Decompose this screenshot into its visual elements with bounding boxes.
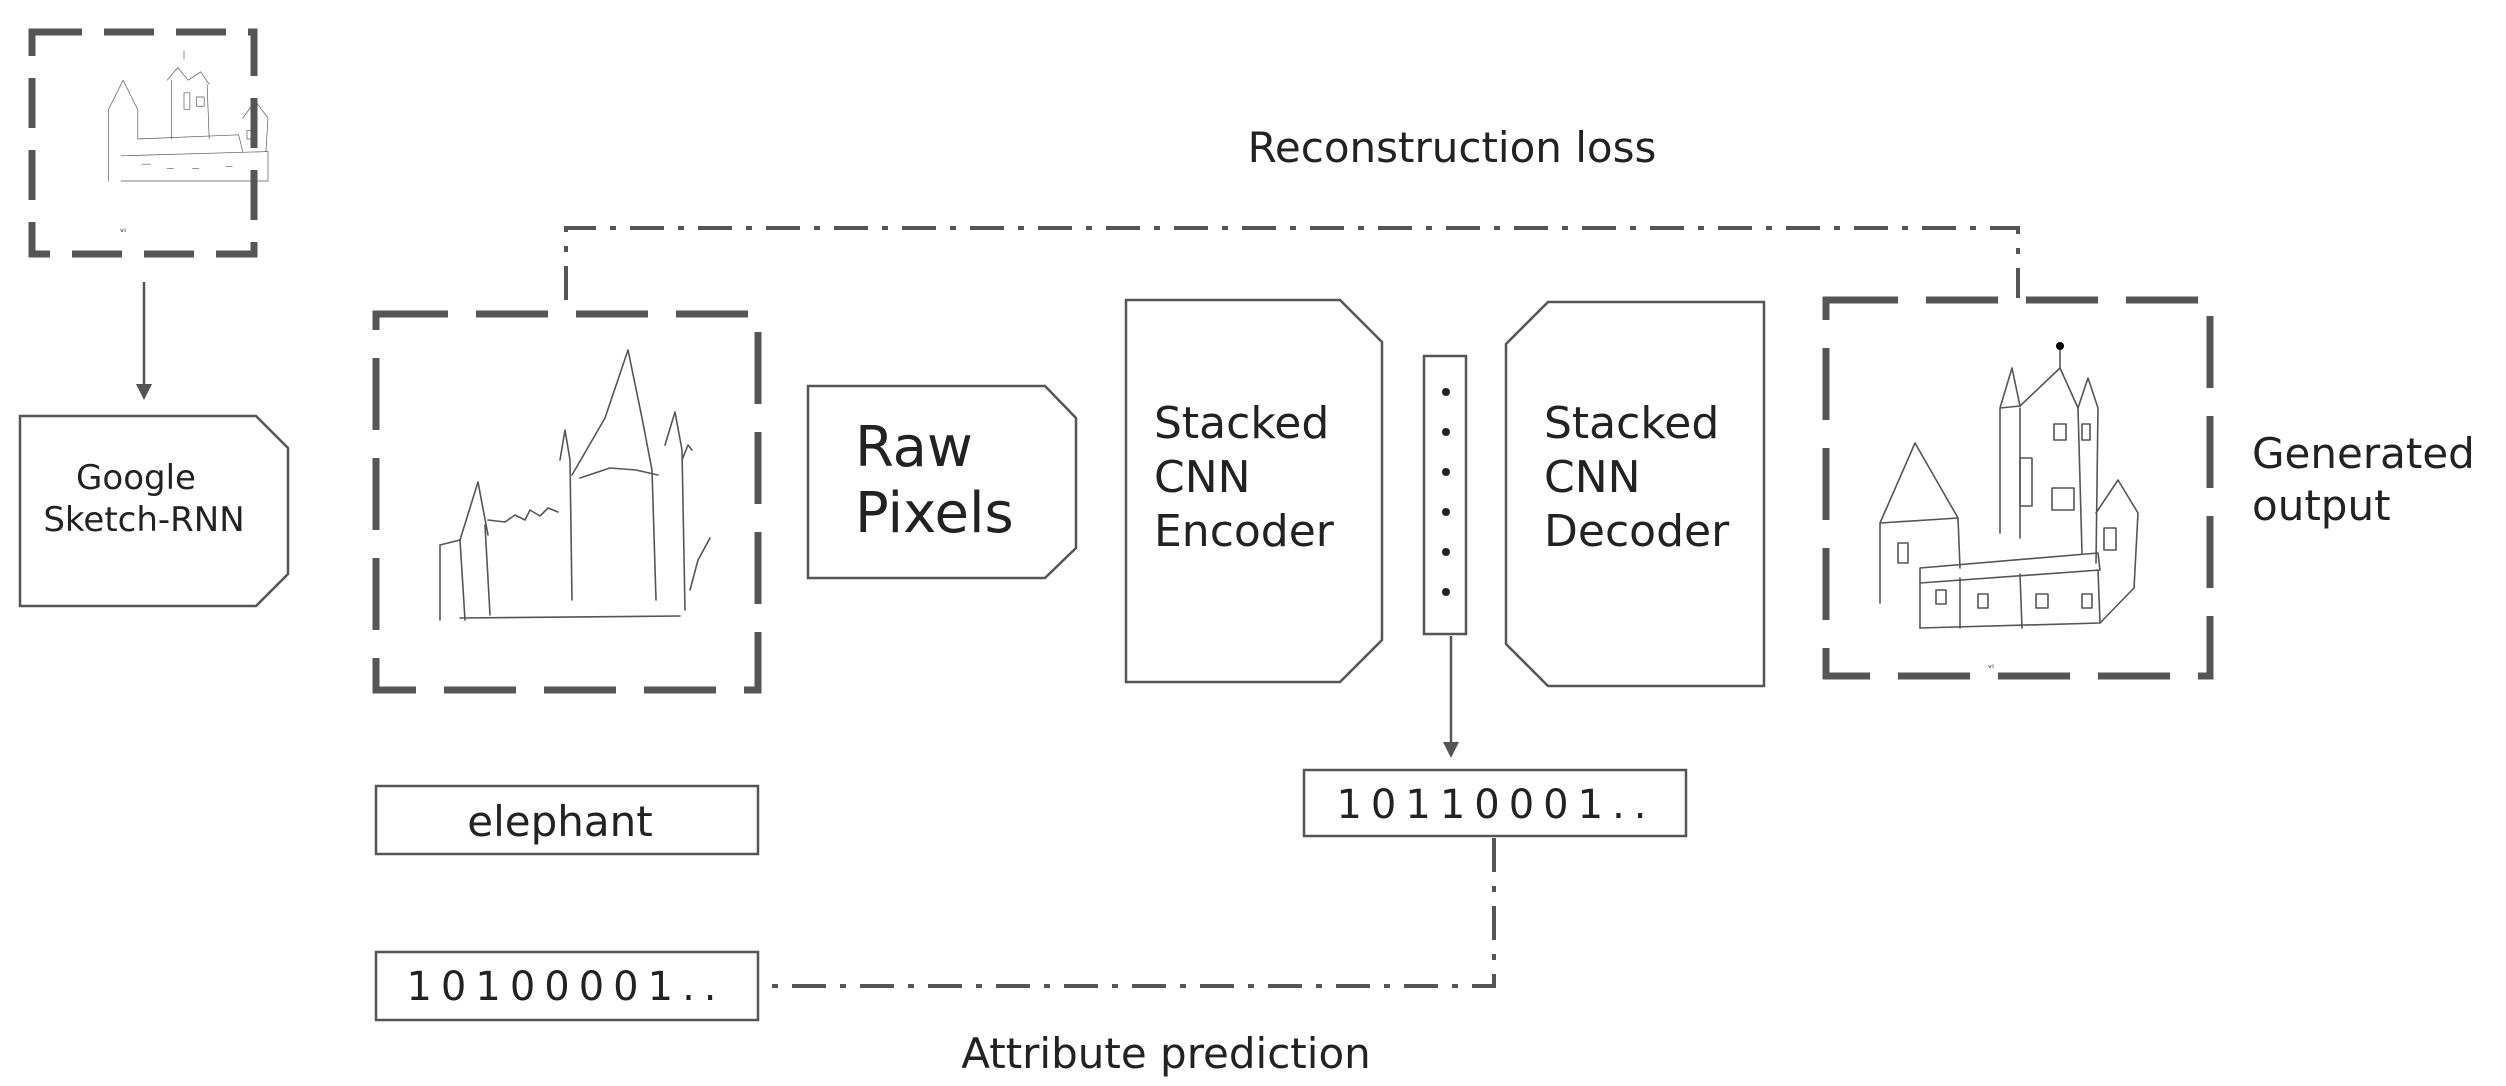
decoder-label-1: Stacked	[1544, 398, 1719, 449]
arrow-down-icon	[1443, 636, 1459, 758]
reconstruction-loss-label: Reconstruction loss	[1248, 123, 1657, 172]
raw-pixels-label-2: Pixels	[855, 481, 1014, 546]
reconstruction-loss-path	[564, 226, 2020, 300]
class-label-box: elephant	[374, 784, 760, 856]
encoder-label-2: CNN	[1154, 452, 1251, 503]
input-attributes-box: 10100001..	[374, 950, 760, 1022]
attribute-prediction-label: Attribute prediction	[961, 1029, 1371, 1078]
encoder-node: Stacked CNN Encoder	[1124, 298, 1384, 684]
generated-output-label-1: Generated	[2252, 429, 2475, 478]
input-attributes-text: 10100001..	[406, 964, 725, 1010]
castle-sketch-icon	[1879, 342, 2139, 629]
predicted-attributes-box: 10110001..	[1302, 768, 1688, 838]
latent-vector	[1422, 354, 1468, 636]
input-sketch	[372, 310, 762, 694]
generated-output-label-2: output	[2252, 481, 2391, 530]
sketch-rnn-label-2: Sketch-RNN	[43, 500, 244, 540]
output-sketch: ᵥᵢ	[1822, 296, 2214, 680]
attribute-prediction-path	[760, 838, 1496, 988]
raw-pixels-label-1: Raw	[855, 415, 973, 480]
class-label-text: elephant	[467, 797, 652, 846]
source-sketch: ᵥᵢ	[28, 28, 269, 258]
decoder-label-2: CNN	[1544, 452, 1641, 503]
encoder-label-3: Encoder	[1154, 506, 1335, 557]
decoder-label-3: Decoder	[1544, 506, 1730, 557]
input-sketch-frame	[372, 310, 762, 694]
output-sketch-mark: ᵥᵢ	[1988, 660, 1994, 671]
arrow-down-icon	[136, 282, 152, 400]
predicted-attributes-text: 10110001..	[1336, 782, 1655, 828]
output-sketch-frame	[1822, 296, 2214, 680]
source-sketch-frame	[28, 28, 258, 258]
raw-pixels-node: Raw Pixels	[806, 384, 1078, 580]
encoder-label-1: Stacked	[1154, 398, 1329, 449]
sketch-rnn-label-1: Google	[76, 458, 196, 498]
decoder-node: Stacked CNN Decoder	[1504, 300, 1766, 688]
castle-sketch-icon	[108, 50, 269, 182]
source-sketch-mark: ᵥᵢ	[120, 224, 126, 235]
sketch-rnn-node: Google Sketch-RNN	[18, 414, 290, 608]
castle-sketch-icon	[439, 349, 711, 621]
